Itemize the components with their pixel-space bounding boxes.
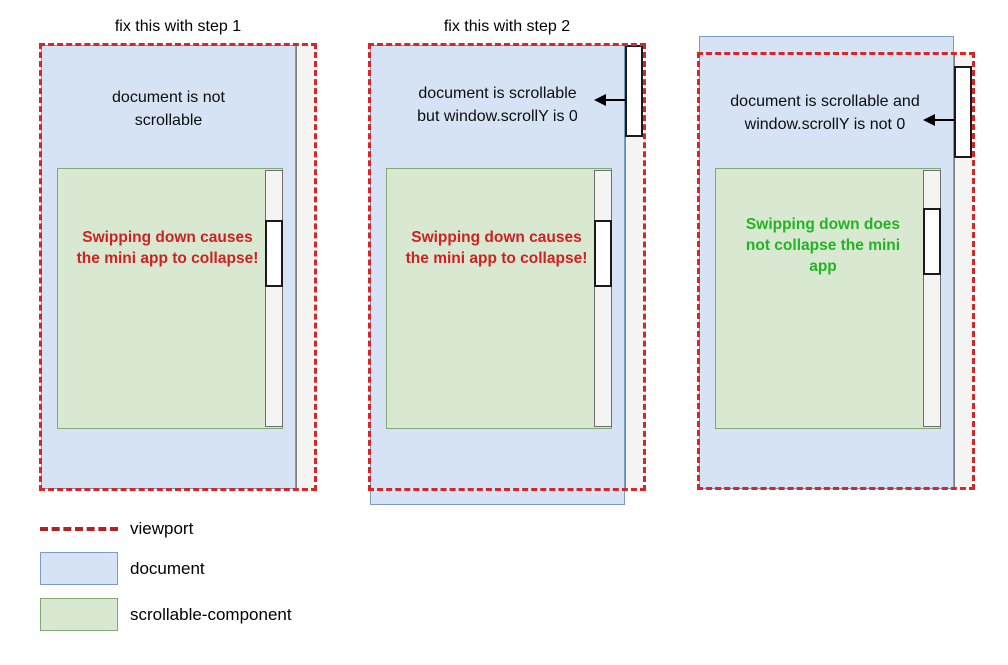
panel-3-scrollable-component [715,168,941,429]
panel-3-page-scrollbar[interactable] [954,53,972,489]
panel-1-title: fix this with step 1 [114,18,242,35]
panel-2-component-label-line-1: Swipping down causes [411,229,582,246]
panel-2-page-scrollbar-thumb[interactable] [625,45,643,137]
viewport-dashed-swatch-icon [40,527,118,531]
panel-1-document-label-line-1: document is not [112,89,225,106]
panel-2-document-label: document is scrollable but window.scroll… [375,82,620,128]
panel-1-document-label: document is not scrollable [46,86,291,132]
panel-3-document-label-line-1: document is scrollable and [730,93,920,110]
panel-3-document-label: document is scrollable and window.scroll… [700,90,950,136]
panel-1-component-label: Swipping down causes the mini app to col… [60,228,275,270]
scrollable-component-swatch-icon [40,598,118,631]
panel-1-component-scrollbar-thumb[interactable] [265,220,283,287]
panel-2-component-label-line-2: the mini app to collapse! [405,249,588,267]
panel-1-component-scrollbar-track[interactable] [265,170,283,427]
panel-3-document-label-line-2: window.scrollY is not 0 [744,116,906,134]
document-swatch-icon [40,552,118,585]
panel-1-component-label-line-1: Swipping down causes [82,229,253,246]
panel-2-component-scrollbar-thumb[interactable] [594,220,612,287]
panel-2-page-scrollbar[interactable] [625,45,643,489]
panel-3-component-label-line-2: not collapse the mini [745,236,901,254]
panel-2-component-label: Swipping down causes the mini app to col… [389,228,604,270]
panel-2-scrollable-component [386,168,612,429]
panel-3-scrollbar-pointer-arrow [923,114,955,126]
panel-3-component-scrollbar-thumb[interactable] [923,208,941,275]
panel-1-scrollable-component [57,168,283,429]
panel-3-component-label-line-1: Swipping down does [745,216,901,233]
panel-1-page-scrollbar[interactable] [296,45,314,489]
panel-2-title: fix this with step 2 [443,18,571,35]
legend-item-document: document [40,552,205,585]
panel-2-scrollbar-pointer-arrow [594,94,626,106]
legend-label-viewport: viewport [130,519,194,538]
legend-label-scrollable-component: scrollable-component [130,604,292,624]
panel-3-component-label-line-3: app [809,257,837,275]
panel-2-component-scrollbar-track[interactable] [594,170,612,427]
legend-item-scrollable-component: scrollable-component [40,598,292,631]
panel-2-document-label-line-2: but window.scrollY is 0 [417,108,578,126]
panel-1-component-label-line-2: the mini app to collapse! [76,249,259,267]
panel-2-document-label-line-1: document is scrollable [418,85,577,102]
panel-3-page-scrollbar-thumb[interactable] [954,66,972,158]
panel-1-document-label-line-2: scrollable [134,112,203,130]
legend-item-viewport: viewport [40,516,193,542]
panel-3-component-label: Swipping down does not collapse the mini… [718,215,928,278]
legend-label-document: document [130,558,205,578]
